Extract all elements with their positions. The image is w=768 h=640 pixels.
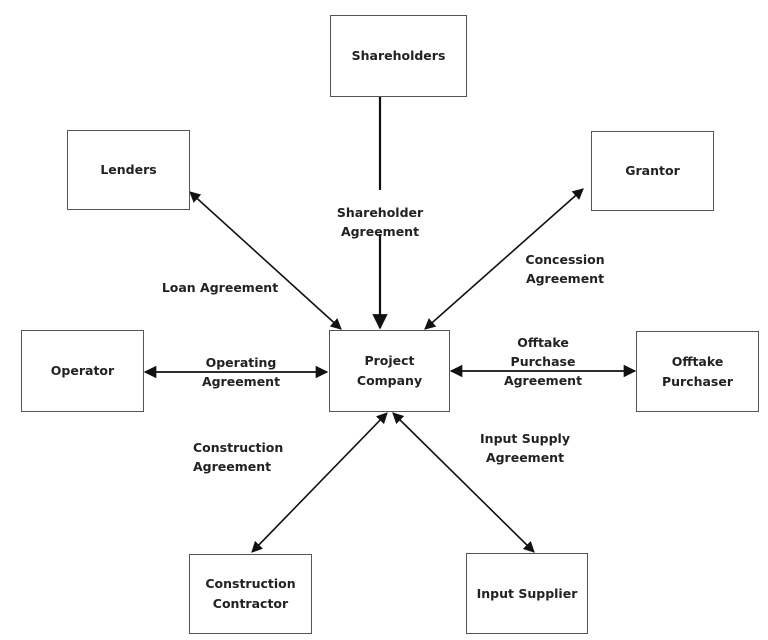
- input-supplier-box: Input Supplier: [466, 553, 588, 634]
- lenders-box: Lenders: [67, 130, 190, 210]
- operator-box: Operator: [21, 330, 144, 412]
- shareholder-agreement-label: Shareholder Agreement: [336, 205, 424, 239]
- loan-arrow: [189, 191, 342, 330]
- project-company-box: Project Company: [329, 330, 450, 412]
- grantor-box: Grantor: [591, 131, 714, 211]
- offtake-purchaser-box: Offtake Purchaser: [636, 331, 759, 412]
- construction-contractor-box: Construction Contractor: [189, 554, 312, 634]
- loan-agreement-label: Loan Agreement: [161, 280, 279, 295]
- concession-agreement-label: Concession Agreement: [525, 252, 605, 286]
- input-supply-agreement-label: Input Supply Agreement: [480, 431, 570, 465]
- input-supply-arrow: [392, 412, 535, 553]
- construction-agreement-label: Construction Agreement: [193, 440, 284, 474]
- shareholders-box: Shareholders: [330, 15, 467, 97]
- operating-agreement-label: Operating Agreement: [201, 355, 281, 389]
- construction-arrow: [251, 412, 388, 553]
- offtake-purchase-agreement-label: Offtake Purchase Agreement: [503, 335, 583, 388]
- concession-arrow: [424, 188, 584, 330]
